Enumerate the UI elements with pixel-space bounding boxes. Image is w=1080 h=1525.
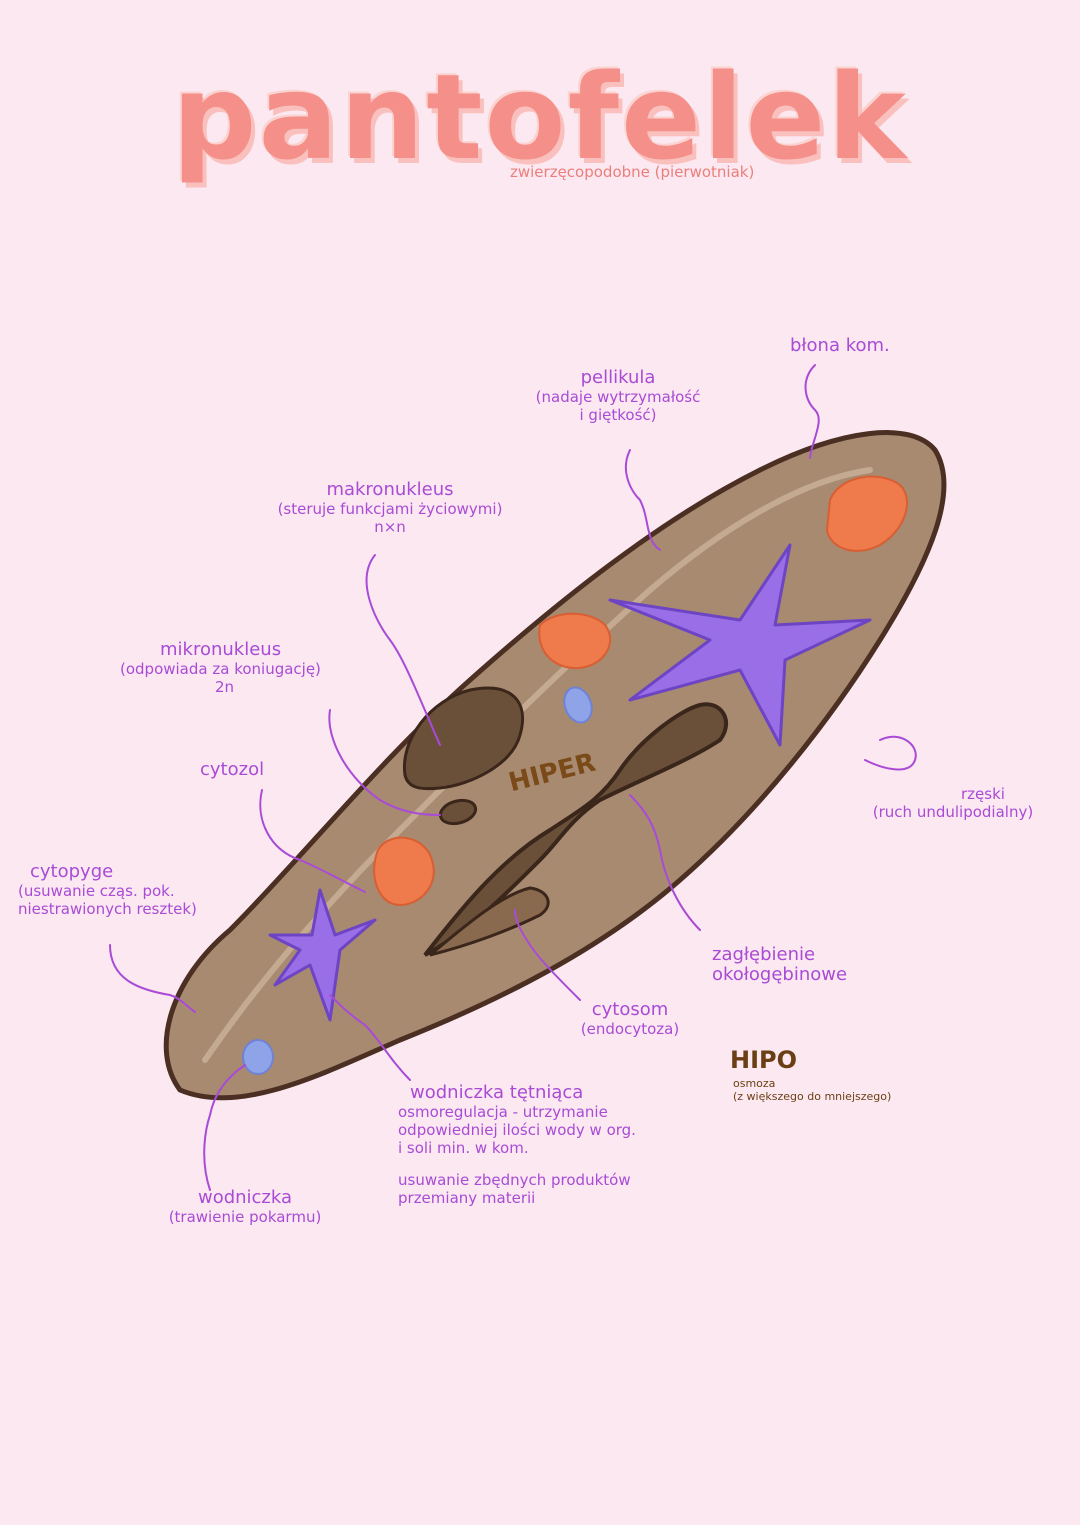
digestive-vacuole-2 (242, 1039, 274, 1075)
label-cytostome-desc: (endocytoza) (580, 1020, 680, 1038)
label-contractile-vacuole: wodniczka tętniąca osmoregulacja - utrzy… (398, 1082, 636, 1208)
label-micronucleus-ploidy: 2n (215, 678, 235, 696)
micronucleus (438, 798, 478, 826)
label-micronucleus-name: mikronukleus (160, 639, 282, 660)
label-cytoproct-name: cytopyge (30, 861, 114, 882)
label-pellicle-name: pellikula (580, 367, 656, 388)
label-macronucleus: makronukleus (steruje funkcjami życiowym… (230, 479, 550, 537)
label-pellicle: pellikula (nadaje wytrzymałość i giętkoś… (488, 367, 748, 425)
cytosome (429, 886, 550, 957)
label-macronucleus-desc: (steruje funkcjami życiowymi) (277, 500, 503, 518)
label-pellicle-desc-1: (nadaje wytrzymałość (535, 388, 701, 406)
label-contractile-vacuole-name: wodniczka tętniąca (410, 1082, 584, 1103)
label-oral-groove: zagłębienie okołogębinowe (712, 945, 847, 985)
page-subtitle: zwierzęcopodobne (pierwotniak) (510, 163, 755, 181)
label-micronucleus: mikronukleus (odpowiada za koniugację) 2… (120, 639, 321, 697)
label-food-vacuole-desc: (trawienie pokarmu) (168, 1208, 322, 1226)
label-cilia-desc: (ruch undulipodialny) (872, 803, 1034, 821)
food-vacuole-2 (538, 612, 611, 670)
label-oral-groove-1: zagłębienie (712, 944, 816, 965)
food-vacuole-3 (373, 836, 435, 907)
label-macronucleus-ploidy: n×n (374, 518, 406, 536)
label-cytoproct-desc-2: niestrawionych resztek) (18, 900, 197, 918)
pointer-lines (109, 364, 917, 1191)
label-hipo-desc: (z większego do mniejszego) (733, 1090, 892, 1103)
label-cell-membrane: błona kom. (790, 335, 890, 356)
label-cytostome: cytosom (endocytoza) (555, 999, 705, 1039)
contractile-vacuole-small (268, 888, 377, 1022)
label-food-vacuole-name: wodniczka (197, 1187, 293, 1208)
label-contractile-vacuole-desc-4: usuwanie zbędnych produktów (398, 1171, 631, 1189)
label-hipo: HIPO (730, 1046, 798, 1074)
oral-groove (423, 702, 728, 957)
label-contractile-vacuole-desc-3: i soli min. w kom. (398, 1139, 529, 1157)
label-cytoproct-desc-1: (usuwanie cząs. pok. (18, 882, 175, 900)
label-macronucleus-name: makronukleus (326, 479, 454, 500)
label-cytostome-name: cytosom (591, 999, 669, 1020)
label-micronucleus-desc: (odpowiada za koniugację) (120, 660, 321, 678)
label-contractile-vacuole-desc-1: osmoregulacja - utrzymanie (398, 1103, 608, 1121)
label-cilia-name: rzęski (961, 785, 1005, 803)
label-oral-groove-2: okołogębinowe (712, 964, 848, 985)
label-cytoproct: cytopyge (usuwanie cząs. pok. niestrawio… (18, 861, 197, 919)
page-title: pantofelek (172, 48, 908, 186)
digestive-vacuole-1 (563, 686, 593, 724)
label-pellicle-desc-2: i giętkość) (579, 406, 657, 424)
label-hipo-osmosis: osmoza (733, 1077, 776, 1090)
label-contractile-vacuole-desc-2: odpowiedniej ilości wody w org. (398, 1121, 636, 1139)
label-contractile-vacuole-desc-5: przemiany materii (398, 1189, 536, 1207)
label-food-vacuole: wodniczka (trawienie pokarmu) (140, 1187, 350, 1227)
macronucleus (402, 686, 525, 791)
contractile-vacuole-large (608, 543, 872, 747)
food-vacuole-1 (825, 475, 909, 552)
label-cytosol: cytozol (200, 759, 265, 780)
label-cilia: rzęski (ruch undulipodialny) (838, 785, 1068, 821)
